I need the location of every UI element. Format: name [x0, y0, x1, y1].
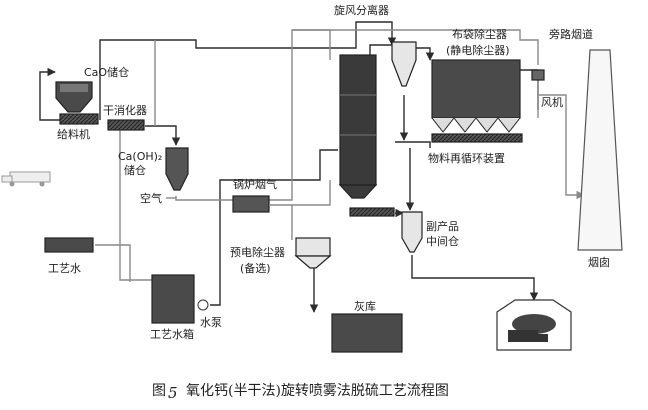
pipes-dark: [39, 21, 539, 313]
fan-icon: [531, 69, 545, 81]
baghouse: [431, 59, 523, 143]
spray-absorber: [338, 54, 395, 217]
pipes-light: [95, 29, 584, 282]
truck-icon: [1, 171, 51, 187]
cao-silo: [55, 81, 93, 113]
label-feeder: 给料机: [57, 127, 90, 141]
boiler-flue-gas-box: [232, 195, 270, 213]
caption-number: 5: [168, 384, 178, 402]
label-bypass-flue: 旁路烟道: [549, 27, 593, 41]
feeder: [59, 113, 99, 125]
label-process-water: 工艺水: [48, 262, 81, 275]
label-recirc: 物料再循环装置: [428, 151, 505, 165]
cyclone-separator: [391, 41, 417, 87]
label-boiler-flue-gas: 锅炉烟气: [233, 177, 277, 191]
caoh2-silo: [165, 147, 189, 191]
label-ash-storage: 灰库: [354, 299, 376, 313]
label-caoh2-silo-1: Ca(OH)₂: [118, 150, 162, 163]
label-cao-silo: CaO储仓: [84, 65, 129, 79]
byproduct-silo: [401, 211, 423, 253]
label-air: 空气: [140, 191, 162, 205]
label-cyclone: 旋风分离器: [334, 3, 389, 17]
water-tank: [151, 274, 195, 324]
label-pre-esp-2: (备选): [240, 261, 271, 275]
label-baghouse-2: (静电除尘器): [446, 43, 510, 57]
loading-station: [496, 299, 572, 351]
label-water-tank: 工艺水箱: [150, 327, 194, 341]
figure-caption: 图 5 氧化钙(半干法)旋转喷雾法脱硫工艺流程图: [152, 383, 449, 402]
ash-storage: [331, 313, 403, 353]
pre-esp: [294, 237, 332, 269]
label-baghouse-1: 布袋除尘器: [452, 27, 507, 41]
chimney: [577, 49, 623, 251]
label-water-pump: 水泵: [200, 316, 222, 329]
water-pump-icon: [197, 299, 209, 311]
caption-prefix: 图: [152, 383, 166, 399]
label-pre-esp-1: 预电除尘器: [230, 245, 285, 259]
process-water-tank: [44, 237, 94, 253]
label-caoh2-silo-2: 储仓: [124, 163, 146, 177]
label-chimney: 烟囱: [588, 255, 610, 269]
label-dry-slaker: 干消化器: [103, 103, 147, 117]
caption-title: 氧化钙(半干法)旋转喷雾法脱硫工艺流程图: [186, 383, 449, 399]
dry-slaker: [107, 119, 145, 131]
label-byproduct-2: 中间仓: [426, 234, 459, 248]
label-byproduct-1: 副产品: [426, 219, 459, 233]
label-fan: 风机: [541, 95, 563, 109]
